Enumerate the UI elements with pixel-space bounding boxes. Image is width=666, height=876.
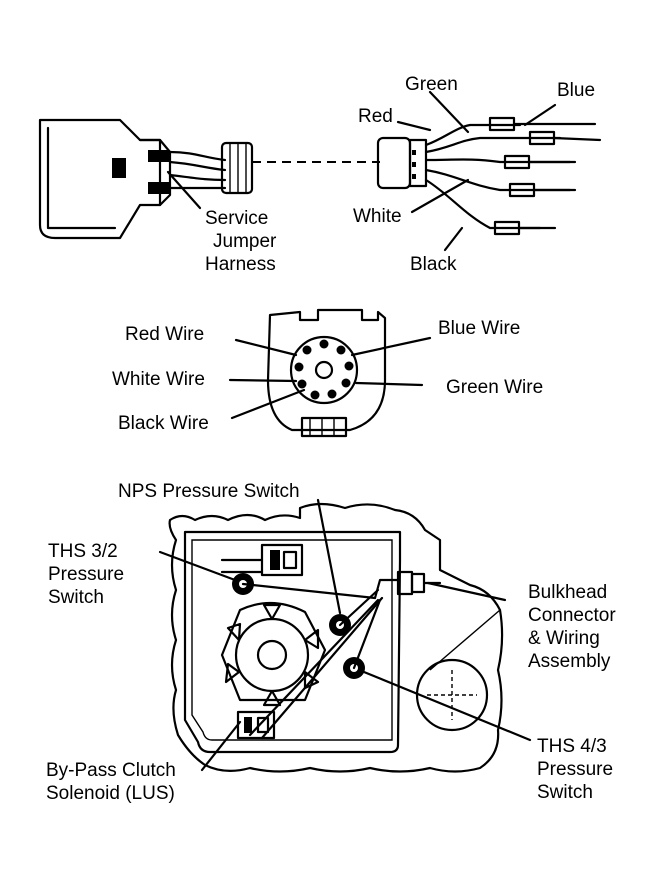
valve-leaders <box>158 498 532 772</box>
label-bulkhead-line-3: & Wiring <box>528 628 600 649</box>
harness-leaders <box>166 90 557 252</box>
accumulator-wheel <box>220 601 327 707</box>
label-ths32-line-1: THS 3/2 <box>48 541 118 562</box>
connector-label-green: Green Wire <box>446 377 543 398</box>
connector-label-white: White Wire <box>112 369 205 390</box>
wire-label-black: Black <box>410 254 457 275</box>
connector-face-section: Red Wire Blue Wire White Wire Green Wire… <box>112 308 543 438</box>
label-ths43-line-1: THS 4/3 <box>537 736 607 757</box>
connector-label-blue: Blue Wire <box>438 318 520 339</box>
connector-leaders <box>228 336 432 420</box>
harness-label-line-1: Service <box>205 208 268 229</box>
label-nps-pressure-switch: NPS Pressure Switch <box>118 481 300 502</box>
internal-wiring <box>241 578 400 740</box>
right-connector <box>376 136 428 190</box>
valve-body-section: NPS Pressure Switch THS 3/2 Pressure Swi… <box>46 481 616 804</box>
label-ths32-line-3: Switch <box>48 587 104 608</box>
fanned-wires <box>424 116 602 236</box>
label-bypass-line-1: By-Pass Clutch <box>46 760 176 781</box>
jumper-collar <box>220 141 254 195</box>
bulkhead-connector <box>396 570 442 596</box>
label-ths32-line-2: Pressure <box>48 564 124 585</box>
connector-pins <box>294 339 354 400</box>
label-bulkhead-line-1: Bulkhead <box>528 582 607 603</box>
harness-section: Service Jumper Harness Green Blue Red Wh… <box>38 74 602 275</box>
label-bulkhead-line-4: Assembly <box>528 651 611 672</box>
left-plug <box>38 118 172 240</box>
wire-label-red: Red <box>358 106 393 127</box>
label-ths43-line-2: Pressure <box>537 759 613 780</box>
harness-label-line-3: Harness <box>205 254 276 275</box>
connector-label-red: Red Wire <box>125 324 204 345</box>
wire-label-white: White <box>353 206 402 227</box>
wire-label-green: Green <box>405 74 458 95</box>
label-ths43-line-3: Switch <box>537 782 593 803</box>
left-wires <box>168 150 227 190</box>
label-bypass-line-2: Solenoid (LUS) <box>46 783 175 804</box>
harness-label-line-2: Jumper <box>213 231 277 252</box>
connector-label-black: Black Wire <box>118 413 209 434</box>
label-bulkhead-line-2: Connector <box>528 605 616 626</box>
upper-solenoid-block <box>220 543 304 577</box>
wire-label-blue: Blue <box>557 80 595 101</box>
